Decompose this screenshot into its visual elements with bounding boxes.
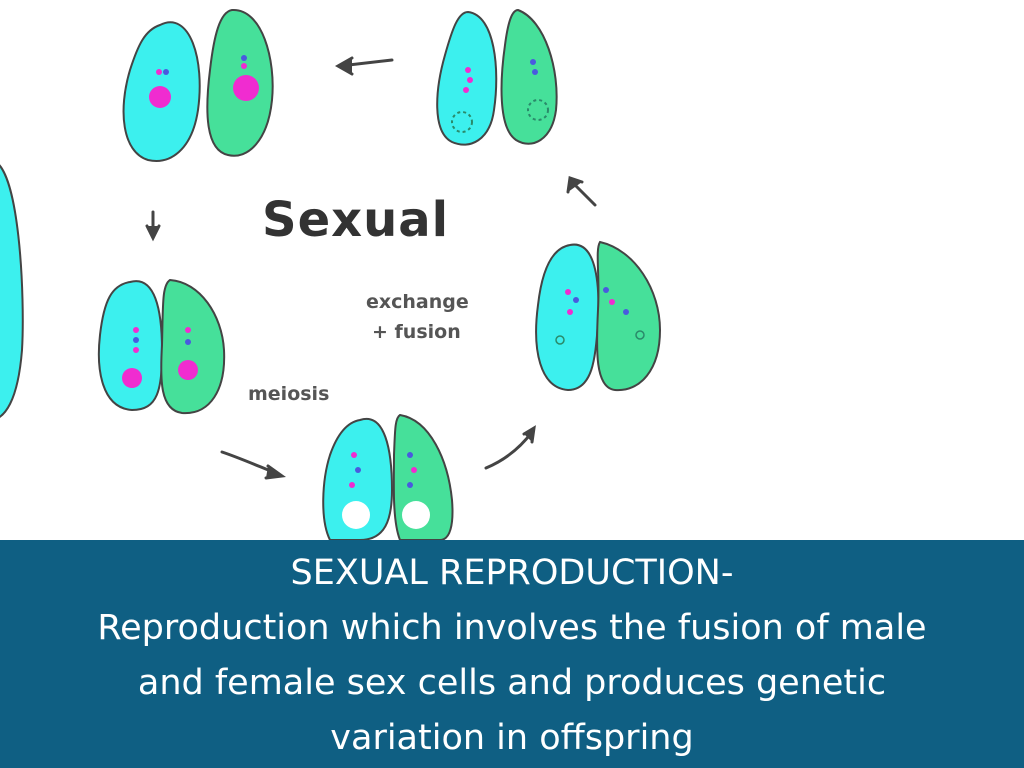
cell-pair-top-right: [436, 8, 558, 146]
caption-line: variation in offspring: [330, 718, 694, 758]
label-fusion: + fusion: [372, 321, 461, 343]
edge-cell: [0, 164, 24, 418]
arrow-bottom-left: [220, 450, 286, 480]
cell-pair-left-middle: [97, 278, 226, 415]
arrow-top: [334, 56, 394, 76]
caption-line: Reproduction which involves the fusion o…: [97, 608, 927, 648]
label-meiosis: meiosis: [248, 383, 329, 405]
arrow-left-down: [145, 210, 161, 242]
cell-pair-top-left: [122, 8, 274, 162]
caption-line: and female sex cells and produces geneti…: [137, 663, 887, 703]
caption-box: SEXUAL REPRODUCTION- Reproduction which …: [0, 540, 1024, 768]
sexual-reproduction-diagram: Sexual exchange + fusion meiosis: [0, 8, 662, 540]
arrow-right-up: [566, 176, 597, 207]
cell-pair-right: [535, 240, 662, 392]
diagram-title: Sexual: [262, 192, 449, 248]
arrow-bottom-right: [484, 425, 536, 470]
caption-heading: SEXUAL REPRODUCTION-: [290, 553, 734, 593]
cell-pair-bottom: [322, 413, 454, 540]
label-exchange: exchange: [366, 291, 469, 313]
